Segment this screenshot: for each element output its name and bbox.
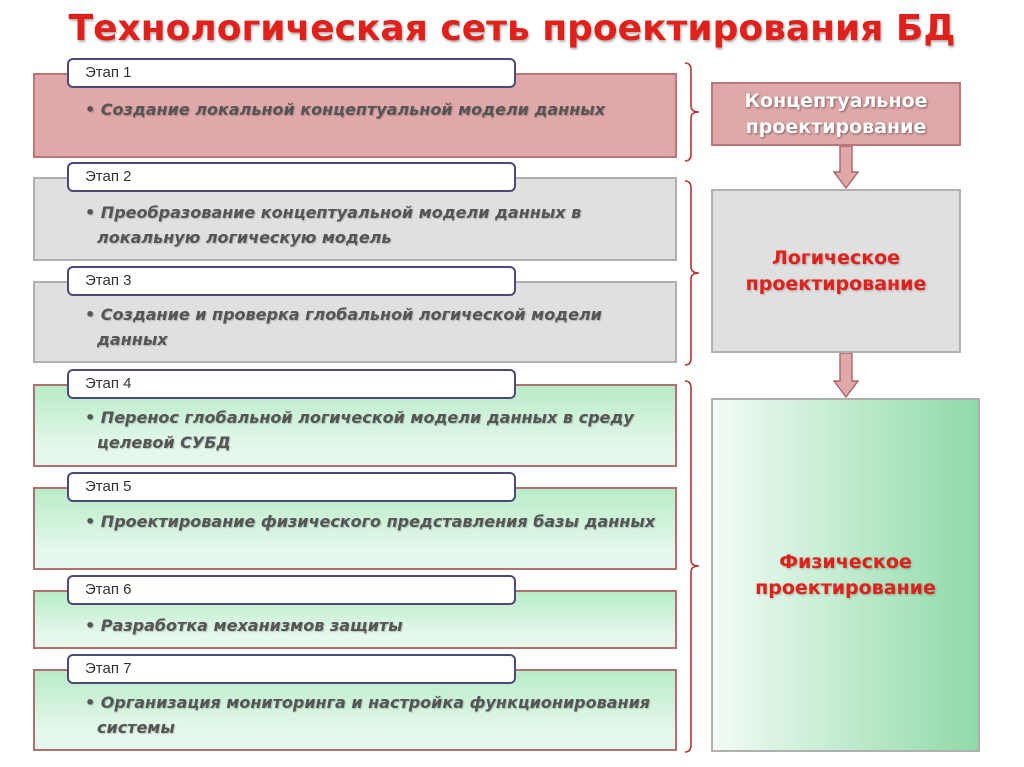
arrow-down-icon	[833, 353, 859, 398]
phase-physical-box: Физическое проектирование	[711, 398, 980, 752]
stage-6-text: • Разработка механизмов защиты	[85, 616, 403, 635]
phase-logical-label: Логическое проектирование	[745, 247, 927, 295]
brace-physical	[684, 380, 700, 753]
stage-1-label: Этап 1	[67, 58, 516, 88]
arrow-down-icon	[833, 146, 859, 189]
stage-5-text: • Проектирование физического представлен…	[85, 512, 656, 531]
stage-7-label: Этап 7	[67, 654, 516, 684]
phase-conceptual-box: Концептуальное проектирование	[711, 82, 961, 146]
brace-conceptual	[684, 62, 700, 162]
stage-6-label: Этап 6	[67, 575, 516, 605]
stage-5-label: Этап 5	[67, 472, 516, 502]
stage-3-text: • Создание и проверка глобальной логичес…	[85, 305, 602, 349]
phase-logical-box: Логическое проектирование	[711, 189, 961, 353]
stage-2-label: Этап 2	[67, 162, 516, 192]
stage-2-text: • Преобразование концептуальной модели д…	[85, 203, 582, 247]
phase-conceptual-label: Концептуальное проектирование	[744, 90, 928, 138]
stage-1-text: • Создание локальной концептуальной моде…	[85, 100, 606, 119]
brace-logical	[684, 180, 700, 366]
stage-4-label: Этап 4	[67, 369, 516, 399]
phase-physical-label: Физическое проектирование	[755, 551, 936, 599]
stage-7-text: • Организация мониторинга и настройка фу…	[85, 693, 651, 737]
page-title: Технологическая сеть проектирования БД	[68, 8, 956, 49]
stage-4-text: • Перенос глобальной логической модели д…	[85, 408, 634, 452]
stage-3-label: Этап 3	[67, 266, 516, 296]
